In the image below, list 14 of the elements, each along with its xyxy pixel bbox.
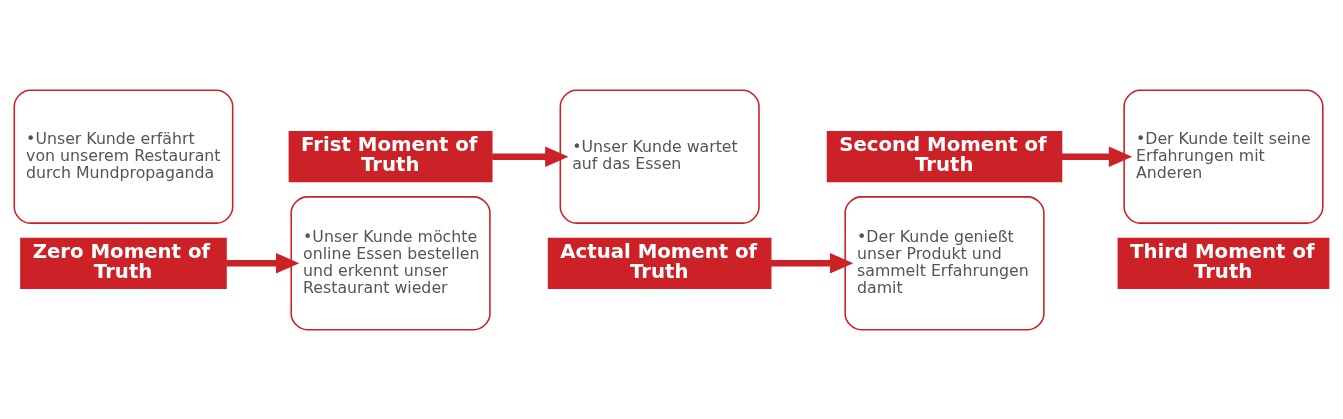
node-box: •Der Kunde teilt seine Erfahrungen mit Anderen <box>1123 88 1324 224</box>
node-box: Frist Moment of Truth <box>288 130 493 182</box>
arrow <box>492 146 569 167</box>
node-box: •Unser Kunde erfährt von unserem Restaurant durch Mundpropaganda <box>13 88 234 224</box>
arrow <box>1061 146 1133 167</box>
node-box: Actual Moment of Truth <box>547 237 772 289</box>
node-box: Third Moment of Truth <box>1117 237 1330 289</box>
node-box: Second Moment of Truth <box>826 130 1063 182</box>
node-box: Zero Moment of Truth <box>20 237 227 289</box>
arrow <box>770 252 854 273</box>
node-box: •Unser Kunde möchte online Essen bestellen und erkennt unser Restaurant wieder <box>290 195 491 331</box>
node-box: •Der Kunde genießt unser Produkt und sammelt Erfahrungen damit <box>844 195 1045 331</box>
node-box: •Unser Kunde wartet auf das Essen <box>559 88 760 224</box>
arrow <box>226 252 300 273</box>
